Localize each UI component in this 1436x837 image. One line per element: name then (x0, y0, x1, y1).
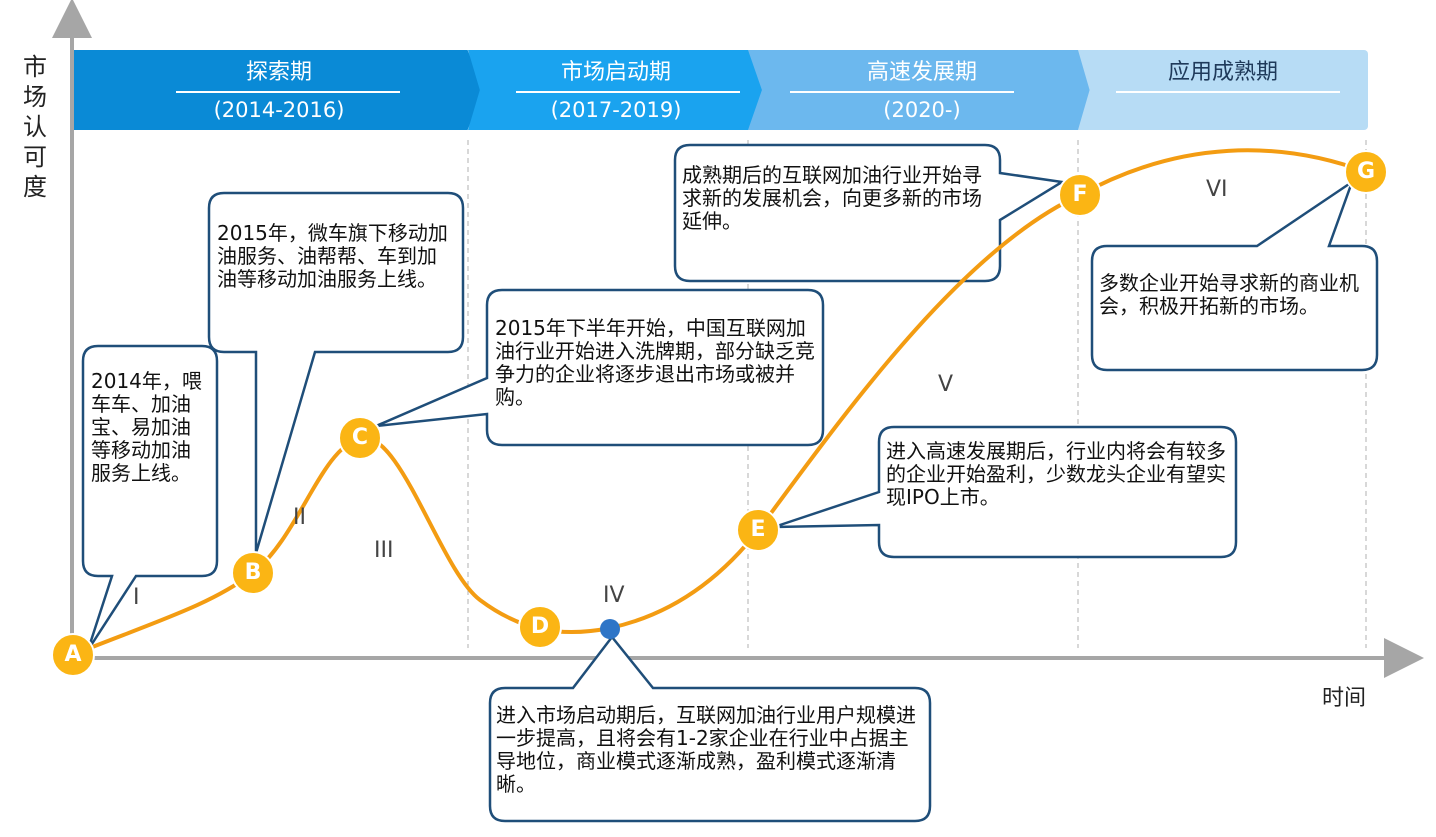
stage-label-iv: IV (603, 583, 625, 608)
node-e (736, 508, 780, 552)
node-a (51, 633, 95, 677)
phase-name: 探索期 (245, 60, 312, 85)
stage-label-v: V (938, 372, 954, 397)
node-label-f: F (1072, 182, 1088, 207)
stage-label-i: I (133, 585, 140, 610)
node-c (338, 416, 382, 460)
node-label-c: C (351, 425, 369, 450)
node-g (1344, 150, 1388, 194)
node-b (231, 551, 275, 595)
phase-name: 市场启动期 (560, 60, 671, 85)
phase-band-launch: 市场启动期 (2017-2019) (468, 50, 764, 130)
stage-label-ii: II (293, 505, 306, 530)
callout-f-text: 成熟期后的互联网加油行业开始寻求新的发展机会，向更多新的市场延伸。 (682, 163, 982, 233)
phase-rule (516, 91, 740, 93)
phase-band-maturity: 应用成熟期 (1078, 50, 1368, 130)
callout-iv-text: 进入市场启动期后，互联网加油行业用户规模进一步提高，且将会有1-2家企业在行业中… (496, 703, 916, 796)
callout-c-bubble (375, 288, 825, 447)
callout-a-bubble (81, 344, 219, 651)
callout-e-bubble (773, 425, 1238, 559)
phase-rule (176, 91, 400, 93)
phase-years: (2017-2019) (550, 98, 682, 122)
stage-label-vi: VI (1206, 177, 1228, 202)
stage-label-iii: III (374, 538, 394, 563)
callout-b-bubble (207, 191, 465, 554)
node-label-g: G (1356, 159, 1376, 184)
phase-name: 高速发展期 (866, 60, 977, 85)
callout-g-text: 多数企业开始寻求新的商业机会，积极开拓新的市场。 (1099, 271, 1359, 318)
node-label-a: A (64, 642, 82, 667)
x-axis-label: 时间 (1322, 686, 1367, 711)
phase-name: 应用成熟期 (1167, 60, 1278, 85)
callout-f-bubble (673, 143, 1066, 283)
phase-rule (1116, 91, 1340, 93)
phase-band-exploration: 探索期 (2014-2016) (74, 50, 484, 130)
phase-rule (790, 91, 1014, 93)
phase-years: (2020-) (883, 98, 961, 122)
callout-e-text: 进入高速发展期后，行业内将会有较多的企业开始盈利，少数龙头企业有望实现IPO上市… (886, 439, 1226, 509)
callout-g-bubble (1090, 178, 1379, 372)
callout-a-text: 2014年，喂车车、加油宝、易加油等移动加油服务上线。 (91, 369, 202, 485)
phase-years: (2014-2016) (213, 98, 345, 122)
y-axis-label: 市场认可度 (23, 53, 47, 201)
callout-b-text: 2015年，微车旗下移动加油服务、油帮帮、车到加油等移动加油服务上线。 (217, 221, 448, 291)
node-label-d: D (530, 614, 550, 639)
callout-iv-bubble (488, 634, 932, 823)
node-label-b: B (244, 560, 262, 585)
point-iv (600, 619, 620, 639)
node-d (518, 605, 562, 649)
callout-c-text: 2015年下半年开始，中国互联网加油行业开始进入洗牌期，部分缺乏竞争力的企业将逐… (495, 316, 815, 409)
node-f (1058, 173, 1102, 217)
phase-band-growth: 高速发展期 (2020-) (748, 50, 1096, 130)
node-label-e: E (750, 517, 766, 542)
